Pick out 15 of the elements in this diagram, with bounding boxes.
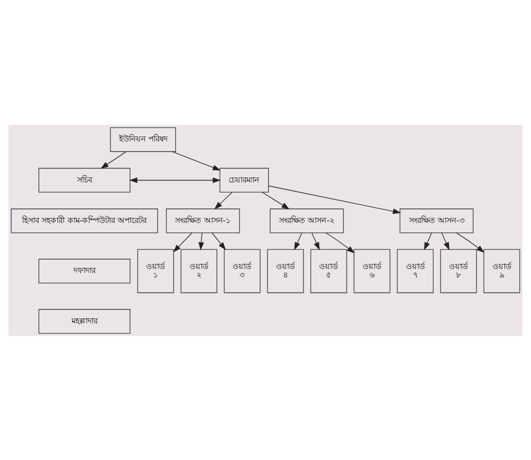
arrow (173, 232, 192, 252)
arrow (212, 232, 226, 250)
arrow (326, 232, 355, 253)
arrow (100, 150, 126, 168)
arrow (172, 150, 221, 170)
arrow (294, 232, 302, 250)
arrow (268, 185, 401, 214)
arrow (424, 232, 432, 250)
arrow (312, 232, 320, 250)
arrow (214, 191, 233, 209)
arrow (198, 232, 204, 250)
arrow (129, 176, 221, 183)
arrow (262, 191, 290, 209)
arrow (456, 232, 484, 252)
arrow (441, 232, 450, 250)
